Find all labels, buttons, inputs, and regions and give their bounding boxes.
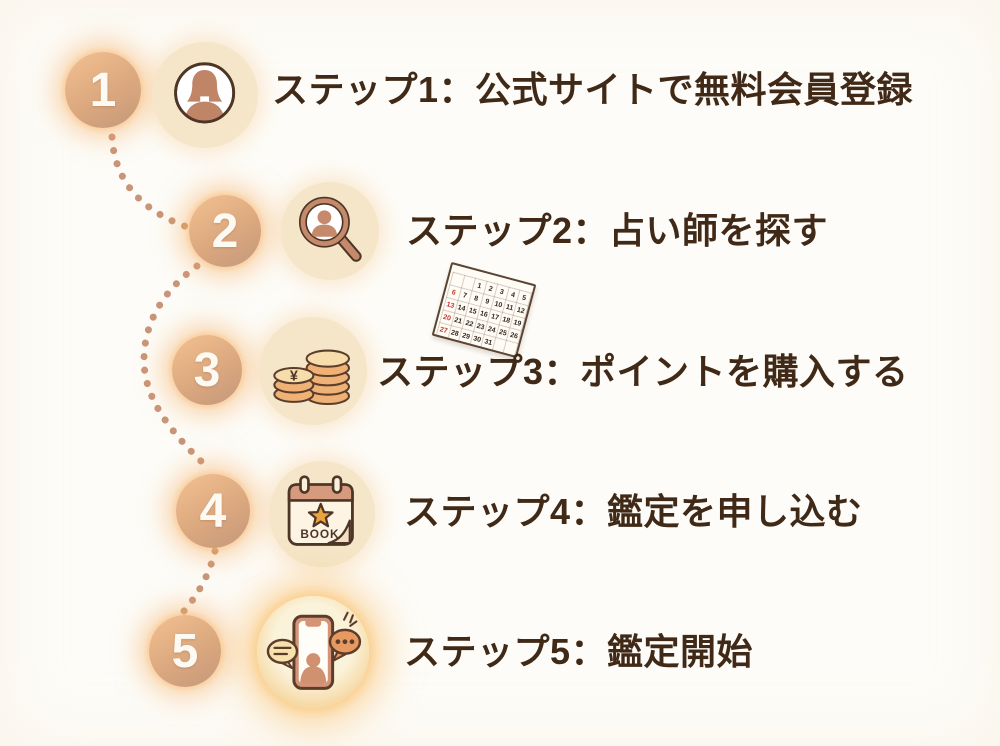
step-label: ステップ1：公式サイトで無料会員登録: [272, 69, 914, 110]
step-label: ステップ4：鑑定を申し込む: [404, 491, 863, 532]
step-number-badge: 1: [65, 52, 141, 128]
step-icon-circle: [152, 42, 258, 148]
step-label: ステップ5：鑑定開始: [404, 631, 754, 672]
step-number-badge: 3: [172, 335, 242, 405]
yen-symbol: ¥: [290, 369, 298, 385]
step-icon-circle: [281, 182, 379, 280]
step-number-badge: 4: [176, 474, 250, 548]
person-icon: [174, 62, 236, 124]
connector-1-2: [108, 133, 197, 233]
phone-chat-icon: [266, 611, 361, 690]
book-text: BOOK: [301, 527, 340, 541]
booking-calendar-icon: BOOK: [288, 475, 355, 547]
step-number-badge: 2: [189, 195, 261, 267]
step-number-badge: 5: [149, 615, 221, 687]
connector-4-5: [180, 547, 219, 615]
step-label: ステップ3：ポイントを購入する: [377, 351, 909, 392]
step-label: ステップ2：占い師を探す: [406, 210, 829, 251]
coins-icon: ¥: [273, 350, 351, 406]
step-icon-circle: BOOK: [269, 461, 375, 567]
step-icon-circle: [257, 596, 369, 708]
step-icon-circle: ¥: [259, 317, 367, 425]
magnifier-person-icon: [298, 196, 362, 262]
